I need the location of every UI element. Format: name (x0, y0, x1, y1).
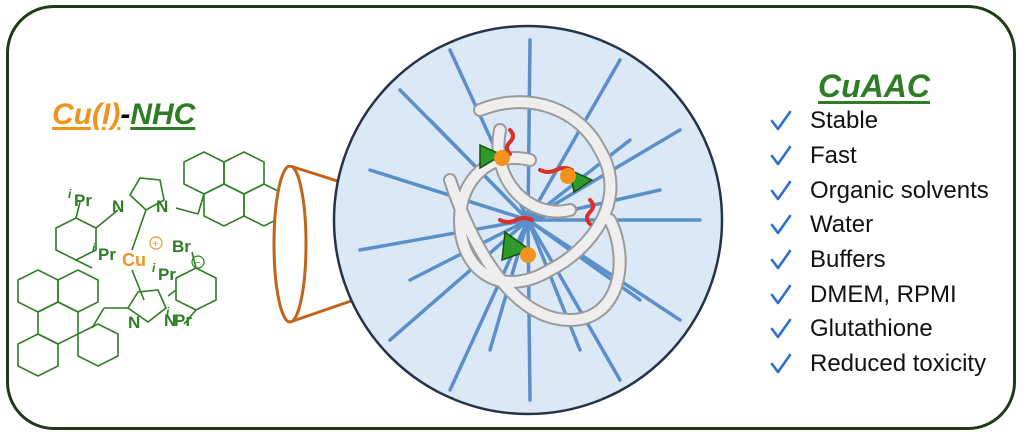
feature-item: DMEM, RPMI (770, 277, 989, 312)
cu-atom-label: Cu (122, 250, 146, 270)
title-dash: - (120, 98, 131, 131)
br-charge-minus: − (195, 258, 201, 269)
lower-aryl-ring (175, 267, 217, 311)
feature-item: Organic solvents (770, 173, 989, 208)
cu-nhc-structure: N N N N i Pr i Pr i Pr i Pr Cu + Br − (17, 151, 285, 377)
checkmark-icon (770, 180, 792, 201)
ipr-label-4: Pr (174, 311, 192, 330)
checkmark-icon (770, 284, 792, 305)
ipr-label-3: Pr (158, 265, 176, 284)
feature-item: Water (770, 208, 989, 243)
feature-item: Stable (770, 104, 989, 139)
checkmark-icon (770, 145, 792, 166)
feature-list: Stable Fast Organic solvents Water Buffe… (770, 104, 989, 382)
ipr-label-2: Pr (98, 245, 116, 264)
copper-atom-3 (520, 247, 536, 263)
nanoparticle-sphere (332, 24, 724, 416)
feature-label: Reduced toxicity (810, 350, 987, 378)
checkmark-icon (770, 353, 792, 374)
ipr-label-1: Pr (74, 191, 92, 210)
feature-label: Organic solvents (810, 176, 989, 204)
lower-anthracene-ring-3 (77, 323, 119, 367)
feature-item: Reduced toxicity (770, 347, 989, 382)
copper-atom-1 (494, 150, 510, 166)
catalyst-site-2 (560, 168, 594, 194)
br-charge-circle (191, 255, 205, 269)
cu-charge-plus: + (153, 239, 159, 250)
feature-label: Glutathione (810, 315, 933, 343)
title-nhc: NHC (130, 98, 196, 131)
feature-label: Stable (810, 107, 879, 135)
checkmark-icon (770, 215, 792, 235)
feature-label: Buffers (810, 246, 886, 274)
feature-label: Water (810, 211, 874, 239)
catalyst-site-3 (501, 230, 536, 263)
copper-atom-2 (560, 168, 576, 184)
ipr-prefix-2: i (92, 241, 96, 255)
upper-aryl-ring (55, 217, 97, 261)
ipr-prefix-3: i (152, 261, 156, 275)
title-cu: Cu(I) (52, 98, 121, 131)
br-label: Br (172, 237, 191, 256)
n-label-lower-right: N (164, 311, 176, 330)
cu-charge-circle (149, 236, 163, 250)
polymer-backbone-white (445, 97, 625, 326)
feature-item: Buffers (770, 243, 989, 278)
catalyst-site-1 (479, 143, 510, 170)
feature-item: Glutathione (770, 312, 989, 347)
n-label-upper-left: N (112, 197, 124, 216)
checkmark-icon (770, 111, 792, 131)
cu-nhc-title: Cu(I)-NHC (52, 98, 195, 132)
upper-imidazole-ring (128, 177, 165, 211)
n-label-upper-right: N (156, 197, 168, 216)
feature-item: Fast (770, 139, 989, 174)
ipr-prefix-1: i (68, 187, 72, 201)
n-label-lower-left: N (128, 313, 140, 332)
lower-imidazole-ring (126, 289, 167, 323)
feature-label: DMEM, RPMI (810, 280, 957, 308)
checkmark-icon (770, 249, 792, 270)
checkmark-icon (770, 319, 792, 339)
cuaac-title: CuAAC (818, 68, 930, 104)
ipr-prefix-4: i (166, 305, 170, 319)
feature-label: Fast (810, 142, 857, 170)
